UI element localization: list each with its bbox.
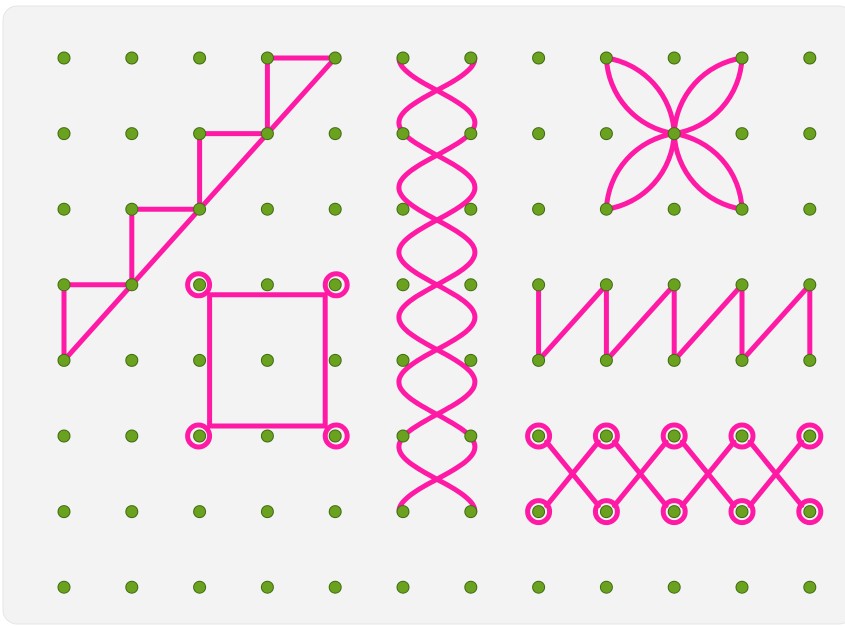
peg-dot xyxy=(736,279,748,291)
peg-dot xyxy=(329,52,341,64)
peg-dot xyxy=(397,128,409,140)
peg-dot xyxy=(804,506,816,518)
peg-dot xyxy=(397,279,409,291)
peg-dot xyxy=(736,506,748,518)
peg-dot xyxy=(58,203,70,215)
peg-dot xyxy=(397,581,409,593)
peg-dot xyxy=(397,203,409,215)
peg-dot xyxy=(600,354,612,366)
peg-dot xyxy=(804,128,816,140)
peg-dot xyxy=(465,354,477,366)
peg-dot xyxy=(261,430,273,442)
peg-dot xyxy=(126,279,138,291)
peg-dot xyxy=(465,279,477,291)
peg-dot xyxy=(465,430,477,442)
peg-dot xyxy=(533,128,545,140)
peg-dot xyxy=(668,506,680,518)
peg-dot xyxy=(261,52,273,64)
peg-dot xyxy=(194,430,206,442)
peg-dot xyxy=(261,581,273,593)
peg-dot xyxy=(668,279,680,291)
peg-dot xyxy=(668,52,680,64)
peg-dot xyxy=(533,52,545,64)
peg-dot xyxy=(261,203,273,215)
peg-dot xyxy=(194,279,206,291)
peg-dot xyxy=(58,581,70,593)
peg-dot xyxy=(261,128,273,140)
peg-dot xyxy=(329,203,341,215)
peg-dot xyxy=(329,279,341,291)
peg-dot xyxy=(668,203,680,215)
peg-dot xyxy=(194,128,206,140)
peg-dot xyxy=(329,128,341,140)
peg-dot xyxy=(804,430,816,442)
peg-dot xyxy=(329,506,341,518)
peg-dot xyxy=(736,354,748,366)
peg-dot xyxy=(194,203,206,215)
peg-dot xyxy=(465,203,477,215)
peg-dot xyxy=(600,279,612,291)
peg-dot xyxy=(329,354,341,366)
peg-dot xyxy=(465,506,477,518)
peg-dot xyxy=(58,354,70,366)
peg-dot xyxy=(58,279,70,291)
peg-dot xyxy=(126,52,138,64)
peg-dot xyxy=(261,354,273,366)
peg-dot xyxy=(736,128,748,140)
peg-dot xyxy=(126,128,138,140)
peg-dot xyxy=(533,506,545,518)
peg-dot xyxy=(533,581,545,593)
peg-dot xyxy=(533,430,545,442)
peg-dot xyxy=(600,430,612,442)
peg-dot xyxy=(804,279,816,291)
peg-dot xyxy=(397,430,409,442)
peg-dot xyxy=(736,581,748,593)
peg-dot xyxy=(533,354,545,366)
peg-dot xyxy=(600,506,612,518)
peg-dot xyxy=(736,430,748,442)
peg-dot xyxy=(804,581,816,593)
peg-dot xyxy=(600,581,612,593)
peg-dot xyxy=(194,581,206,593)
peg-dot xyxy=(126,203,138,215)
peg-dot xyxy=(668,354,680,366)
peg-dot xyxy=(329,430,341,442)
peg-dot xyxy=(465,52,477,64)
peg-dot xyxy=(668,430,680,442)
peg-dot xyxy=(533,279,545,291)
peg-dot xyxy=(58,506,70,518)
peg-dot xyxy=(194,354,206,366)
peg-dot xyxy=(58,128,70,140)
peg-dot xyxy=(397,354,409,366)
peg-dot xyxy=(261,279,273,291)
peg-dot xyxy=(126,430,138,442)
peg-dot xyxy=(126,581,138,593)
peg-dot xyxy=(329,581,341,593)
peg-dot xyxy=(58,52,70,64)
peg-dot xyxy=(58,430,70,442)
peg-dot xyxy=(600,128,612,140)
peg-dot xyxy=(261,506,273,518)
peg-dot xyxy=(397,52,409,64)
peg-dot xyxy=(736,52,748,64)
peg-dot xyxy=(804,52,816,64)
peg-dot xyxy=(397,506,409,518)
peg-dot xyxy=(533,203,545,215)
peg-dot xyxy=(736,203,748,215)
peg-dot xyxy=(126,506,138,518)
peg-dot xyxy=(804,203,816,215)
peg-dot xyxy=(465,581,477,593)
peg-dot xyxy=(668,581,680,593)
peg-dot xyxy=(600,203,612,215)
peg-dot xyxy=(804,354,816,366)
peg-dot xyxy=(600,52,612,64)
peg-dot xyxy=(126,354,138,366)
peg-dot xyxy=(668,128,680,140)
peg-dot xyxy=(465,128,477,140)
peg-dot xyxy=(194,506,206,518)
peg-dot xyxy=(194,52,206,64)
